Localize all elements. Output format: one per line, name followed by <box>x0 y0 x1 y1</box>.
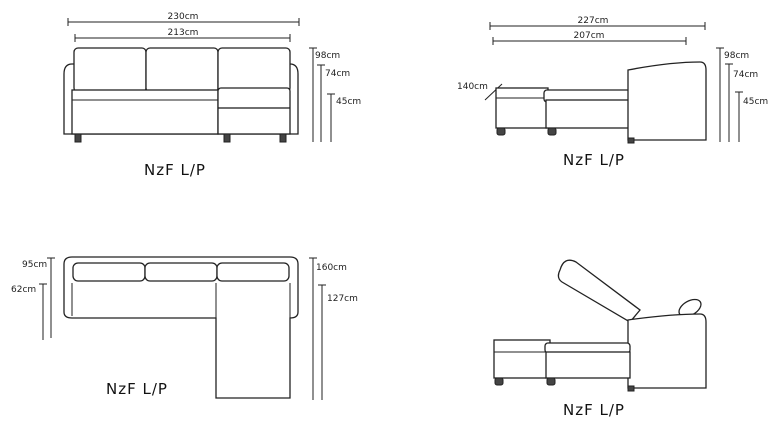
bed-sofa-shape <box>493 259 707 392</box>
top-length-seat-label: 127cm <box>327 294 358 304</box>
front-view-caption: NzF L/P <box>144 161 206 179</box>
top-length-chaise-dimension: 160cm <box>309 257 347 400</box>
side-length-total-dimension: 227cm <box>489 16 706 30</box>
top-view: 95cm 62cm 160cm 127cm NzF L/P <box>11 256 358 400</box>
bed-view: NzF L/P <box>493 259 707 419</box>
front-width-inner-dimension: 213cm <box>74 28 291 42</box>
side-height-total-label: 98cm <box>724 51 749 61</box>
front-width-total-dimension: 230cm <box>67 12 300 26</box>
top-depth-seat-dimension: 62cm <box>11 283 47 340</box>
side-sofa-shape <box>495 61 707 144</box>
side-view: 227cm 207cm 140cm 98cm <box>457 16 768 169</box>
front-height-total-label: 98cm <box>315 51 340 61</box>
top-depth-total-dimension: 95cm <box>22 257 55 338</box>
side-view-caption: NzF L/P <box>563 151 625 169</box>
top-view-caption: NzF L/P <box>106 380 168 398</box>
bed-view-caption: NzF L/P <box>563 401 625 419</box>
top-sofa-shape <box>63 256 299 399</box>
side-height-total-dimension: 98cm <box>716 47 749 142</box>
front-height-total-dimension: 98cm <box>309 47 340 142</box>
top-depth-seat-label: 62cm <box>11 285 36 295</box>
front-height-seat-label: 45cm <box>336 97 361 107</box>
side-length-inner-label: 207cm <box>574 31 605 41</box>
front-sofa-shape <box>63 47 299 143</box>
side-bed-depth-label: 140cm <box>457 82 488 92</box>
top-length-seat-dimension: 127cm <box>318 284 358 400</box>
side-height-seat-label: 45cm <box>743 97 768 107</box>
side-length-inner-dimension: 207cm <box>492 31 687 45</box>
front-width-inner-label: 213cm <box>168 28 199 38</box>
side-height-seat-dimension: 45cm <box>735 91 768 142</box>
front-height-back-label: 74cm <box>325 69 350 79</box>
side-height-back-dimension: 74cm <box>725 63 758 142</box>
front-height-back-dimension: 74cm <box>317 64 350 142</box>
side-height-back-label: 74cm <box>733 70 758 80</box>
front-height-seat-dimension: 45cm <box>327 93 361 142</box>
top-depth-total-label: 95cm <box>22 260 47 270</box>
side-length-total-label: 227cm <box>578 16 609 26</box>
front-width-total-label: 230cm <box>168 12 199 22</box>
side-bed-depth-dimension: 140cm <box>457 82 503 101</box>
top-length-chaise-label: 160cm <box>316 263 347 273</box>
front-view: 230cm 213cm 98cm <box>63 12 361 179</box>
